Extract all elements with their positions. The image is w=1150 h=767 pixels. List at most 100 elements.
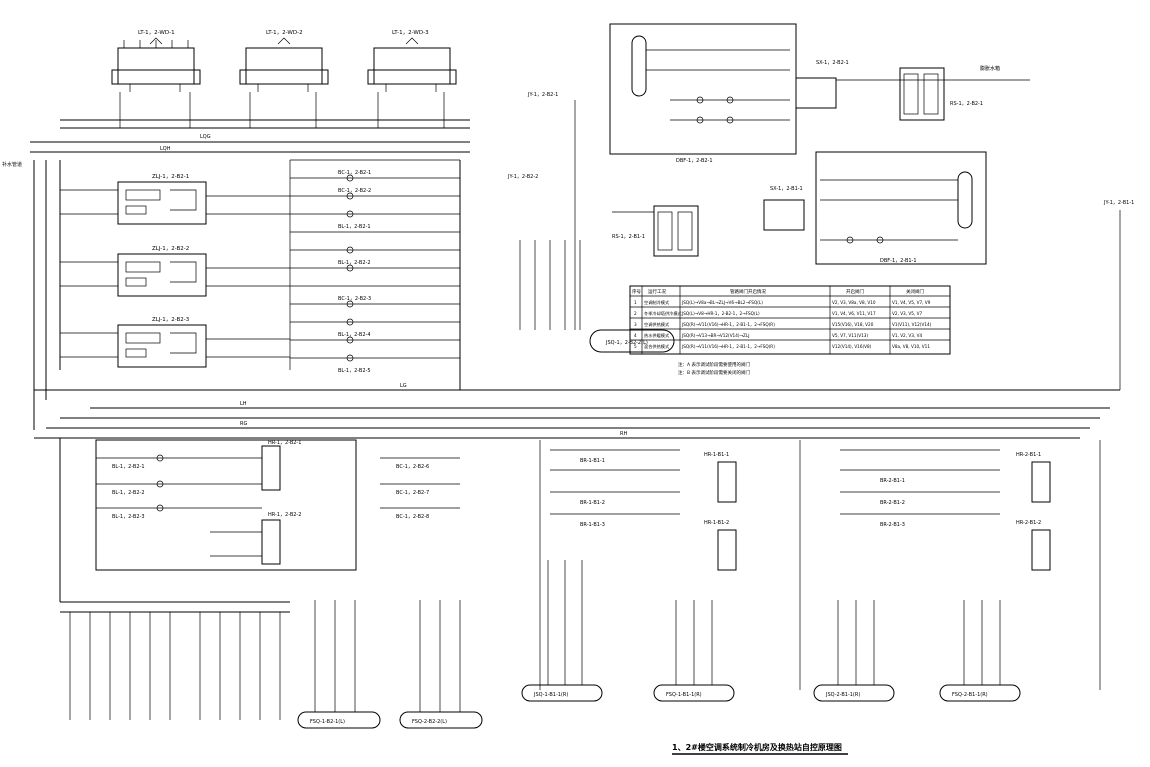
chilled-pump-block: BC-1，2-B2-1 BC-1，2-B2-2 BL-1，2-B2-1 BL-1… bbox=[289, 159, 461, 390]
table-cell: V2, V3, V8a, V8, V10 bbox=[832, 300, 876, 305]
table-cell: 冬季冷却塔供冷模式 bbox=[644, 310, 683, 317]
chiller-1 bbox=[117, 181, 207, 225]
bottom-headers: FSQ-1-B2-1(L) FSQ-2-B2-2(L) JSQ-1-B1-1(R… bbox=[297, 560, 1021, 729]
hrb12-label: HR-1-B1-2 bbox=[704, 520, 729, 526]
table-header-no: 序号 bbox=[632, 288, 641, 295]
table-note-2: 注：B 表示调试阶段需要关闭的阀门 bbox=[678, 369, 751, 376]
pipe-label-lqg: LQG bbox=[200, 134, 211, 140]
hrb22-label: HR-2-B1-2 bbox=[1016, 520, 1041, 526]
fsq2-label: FSQ-2-B2-2(L) bbox=[412, 719, 447, 725]
header-jsq-main: JSQ-1，2-B2-2(L) bbox=[519, 240, 675, 353]
terminal-branches bbox=[59, 438, 290, 720]
table-cell: 混合供热模式 bbox=[644, 343, 670, 350]
fsq1-label: FSQ-1-B2-1(L) bbox=[310, 719, 345, 725]
jy2-label: JY-1，2-B2-2 bbox=[507, 174, 538, 180]
cooling-tower-group: LT-1，2-WD-1 LT-1，2-WD-2 LT-1，2-WD-3 LQG … bbox=[2, 30, 470, 168]
table-cell: 3 bbox=[634, 322, 637, 327]
water-treatment-lower: DBF-1，2-B1-1 SX-1，2-B1-1 RS-1，2-B1-1 JY-… bbox=[507, 92, 1134, 390]
drawing-title: 1、2#楼空调系统制冷机房及换热站自控原理图 bbox=[672, 742, 842, 752]
pump-bl2-label: BL-1，2-B2-2 bbox=[338, 260, 371, 266]
table-cell: JSQ(R)→V11(V16)→HR-1，2-B1-1，2→FSQ(R) bbox=[681, 322, 775, 328]
table-cell: JSQ(R)→V13→BR→V12(V14)→ZLJ bbox=[681, 333, 749, 338]
table-header-open: 开启阀门 bbox=[846, 288, 864, 295]
hrb21-label: HR-2-B1-1 bbox=[1016, 452, 1041, 458]
rs2-label: RS-1，2-B1-1 bbox=[612, 234, 645, 240]
chiller-3-label: ZLJ-1，2-B2-3 bbox=[152, 317, 190, 323]
pipe-label-lh: LH bbox=[240, 401, 247, 407]
jsq1r-label: JSQ-1-B1-1(R) bbox=[533, 692, 568, 698]
jy3-label: JY-1，2-B1-1 bbox=[1103, 200, 1134, 206]
chiller-2-label: ZLJ-1，2-B2-2 bbox=[152, 246, 189, 252]
hr2-label: HR-1，2-B2-2 bbox=[268, 512, 301, 518]
pump-bc2-label: BC-1，2-B2-2 bbox=[338, 188, 371, 194]
cooling-tower-3-label: LT-1，2-WD-3 bbox=[392, 30, 429, 36]
hrb11-label: HR-1-B1-1 bbox=[704, 452, 729, 458]
cooling-tower-1 bbox=[111, 37, 201, 92]
heat-exchanger-block-b2: BL-1，2-B2-1 BL-1，2-B2-2 BL-1，2-B2-3 HR-1… bbox=[95, 439, 460, 571]
header-jsq-main-label: JSQ-1，2-B2-2(L) bbox=[605, 340, 648, 346]
pump-bl3-label: BL-1，2-B2-3 bbox=[112, 514, 145, 520]
sx2-label: SX-1，2-B1-1 bbox=[770, 186, 803, 192]
chiller-2 bbox=[117, 253, 207, 297]
table-note-1: 注：A 表示调试阶段需要使用的阀门 bbox=[678, 361, 751, 368]
sx1-label: SX-1，2-B2-1 bbox=[816, 60, 849, 66]
table-cell: V1, V4, V6, V11, V17 bbox=[832, 311, 876, 316]
table-header-path: 管路阀门开启情况 bbox=[730, 288, 766, 295]
heat-exchanger-block-b1: BR-1-B1-1 BR-1-B1-2 BR-1-B1-3 HR-1-B1-1 … bbox=[539, 440, 1101, 690]
chiller-group: ZLJ-1，2-B2-1 ZLJ-1，2-B2-2 ZLJ-1，2-B2-3 bbox=[33, 160, 290, 430]
table-cell: JSQ(L)→V8→HR-1，2-B2-1，2→FSQ(L) bbox=[681, 311, 760, 317]
pump-br22-label: BR-2-B1-2 bbox=[880, 500, 905, 506]
table-cell: V8a, V8, V10, V11 bbox=[892, 344, 930, 349]
pipe-label-rh: RH bbox=[620, 431, 627, 437]
fsq2r-label: FSQ-2-B1-1(R) bbox=[952, 692, 988, 698]
pump-bl1-label: BL-1，2-B2-1 bbox=[338, 224, 371, 230]
pump-br21-label: BR-2-B1-1 bbox=[880, 478, 905, 484]
dbf-label: DBF-1，2-B2-1 bbox=[676, 158, 713, 164]
table-cell: JSQ(L)→V8a→BL→ZLJ→V6→BL2→FSQ(L) bbox=[681, 300, 763, 305]
jsq2r-label: JSQ-2-B1-1(R) bbox=[825, 692, 860, 698]
table-cell: 空调供热模式 bbox=[644, 321, 670, 328]
pipe-label-lqh: LQH bbox=[160, 146, 171, 152]
table-cell: 1 bbox=[634, 300, 637, 305]
table-cell: JSQ(R)→V11(V16)→HR-1，2-B1-1，2→FSQ(R) bbox=[681, 344, 775, 350]
side-label-expansion: 膨胀水箱 bbox=[980, 65, 1000, 72]
table-cell: 5 bbox=[634, 344, 637, 349]
chiller-3 bbox=[117, 324, 207, 368]
cooling-tower-2 bbox=[239, 37, 329, 92]
chiller-1-label: ZLJ-1，2-B2-1 bbox=[152, 174, 189, 180]
pump-bc1-label: BC-1，2-B2-1 bbox=[338, 170, 371, 176]
table-cell: V1, V2, V3, V4 bbox=[892, 333, 922, 338]
pump-bl2-lower-label: BL-1，2-B2-2 bbox=[112, 490, 145, 496]
pump-bl5-label: BL-1，2-B2-5 bbox=[338, 368, 371, 374]
pump-circles-chilled bbox=[346, 174, 354, 362]
pipe-label-rg: RG bbox=[240, 421, 247, 427]
main-pipes: LH RG RH LG bbox=[34, 383, 1120, 439]
table-cell: V15(V16), V18, V20 bbox=[832, 322, 874, 327]
pump-br3-label: BR-1-B1-3 bbox=[580, 522, 605, 528]
table-cell: V1, V4, V5, V7, V9 bbox=[892, 300, 931, 305]
pump-bc3-label: BC-1，2-B2-3 bbox=[338, 296, 371, 302]
table-cell: V5, V7, V11(V13) bbox=[832, 333, 868, 338]
table-cell: V2, V3, V5, V7 bbox=[892, 311, 922, 316]
hr1-label: HR-1，2-B2-1 bbox=[268, 440, 301, 446]
pump-br23-label: BR-2-B1-3 bbox=[880, 522, 905, 528]
dbf2-label: DBF-1，2-B1-1 bbox=[880, 258, 917, 264]
water-treatment-upper: DBF-1，2-B2-1 SX-1，2-B2-1 RS-1，2-B2-1 膨胀水… bbox=[609, 23, 1030, 164]
rs1-label: RS-1，2-B2-1 bbox=[950, 101, 983, 107]
pump-bl1-lower-label: BL-1，2-B2-1 bbox=[112, 464, 145, 470]
cooling-tower-2-label: LT-1，2-WD-2 bbox=[266, 30, 303, 36]
cooling-tower-1-label: LT-1，2-WD-1 bbox=[138, 30, 175, 36]
table-cell: 2 bbox=[634, 311, 637, 316]
side-label-makeup: 补水管道 bbox=[2, 161, 22, 168]
table-header-mode: 运行工况 bbox=[648, 288, 666, 295]
fsq1r-label: FSQ-1-B1-1(R) bbox=[666, 692, 702, 698]
pump-bc8-label: BC-1，2-B2-8 bbox=[396, 514, 429, 520]
table-cell: V1(V11), V12(V14) bbox=[892, 322, 932, 327]
jy1-label: JY-1，2-B2-1 bbox=[527, 92, 558, 98]
pump-bl4-label: BL-1，2-B2-4 bbox=[338, 332, 371, 338]
pump-bc6-label: BC-1，2-B2-6 bbox=[396, 464, 429, 470]
table-cell: 空调制冷模式 bbox=[644, 299, 670, 306]
